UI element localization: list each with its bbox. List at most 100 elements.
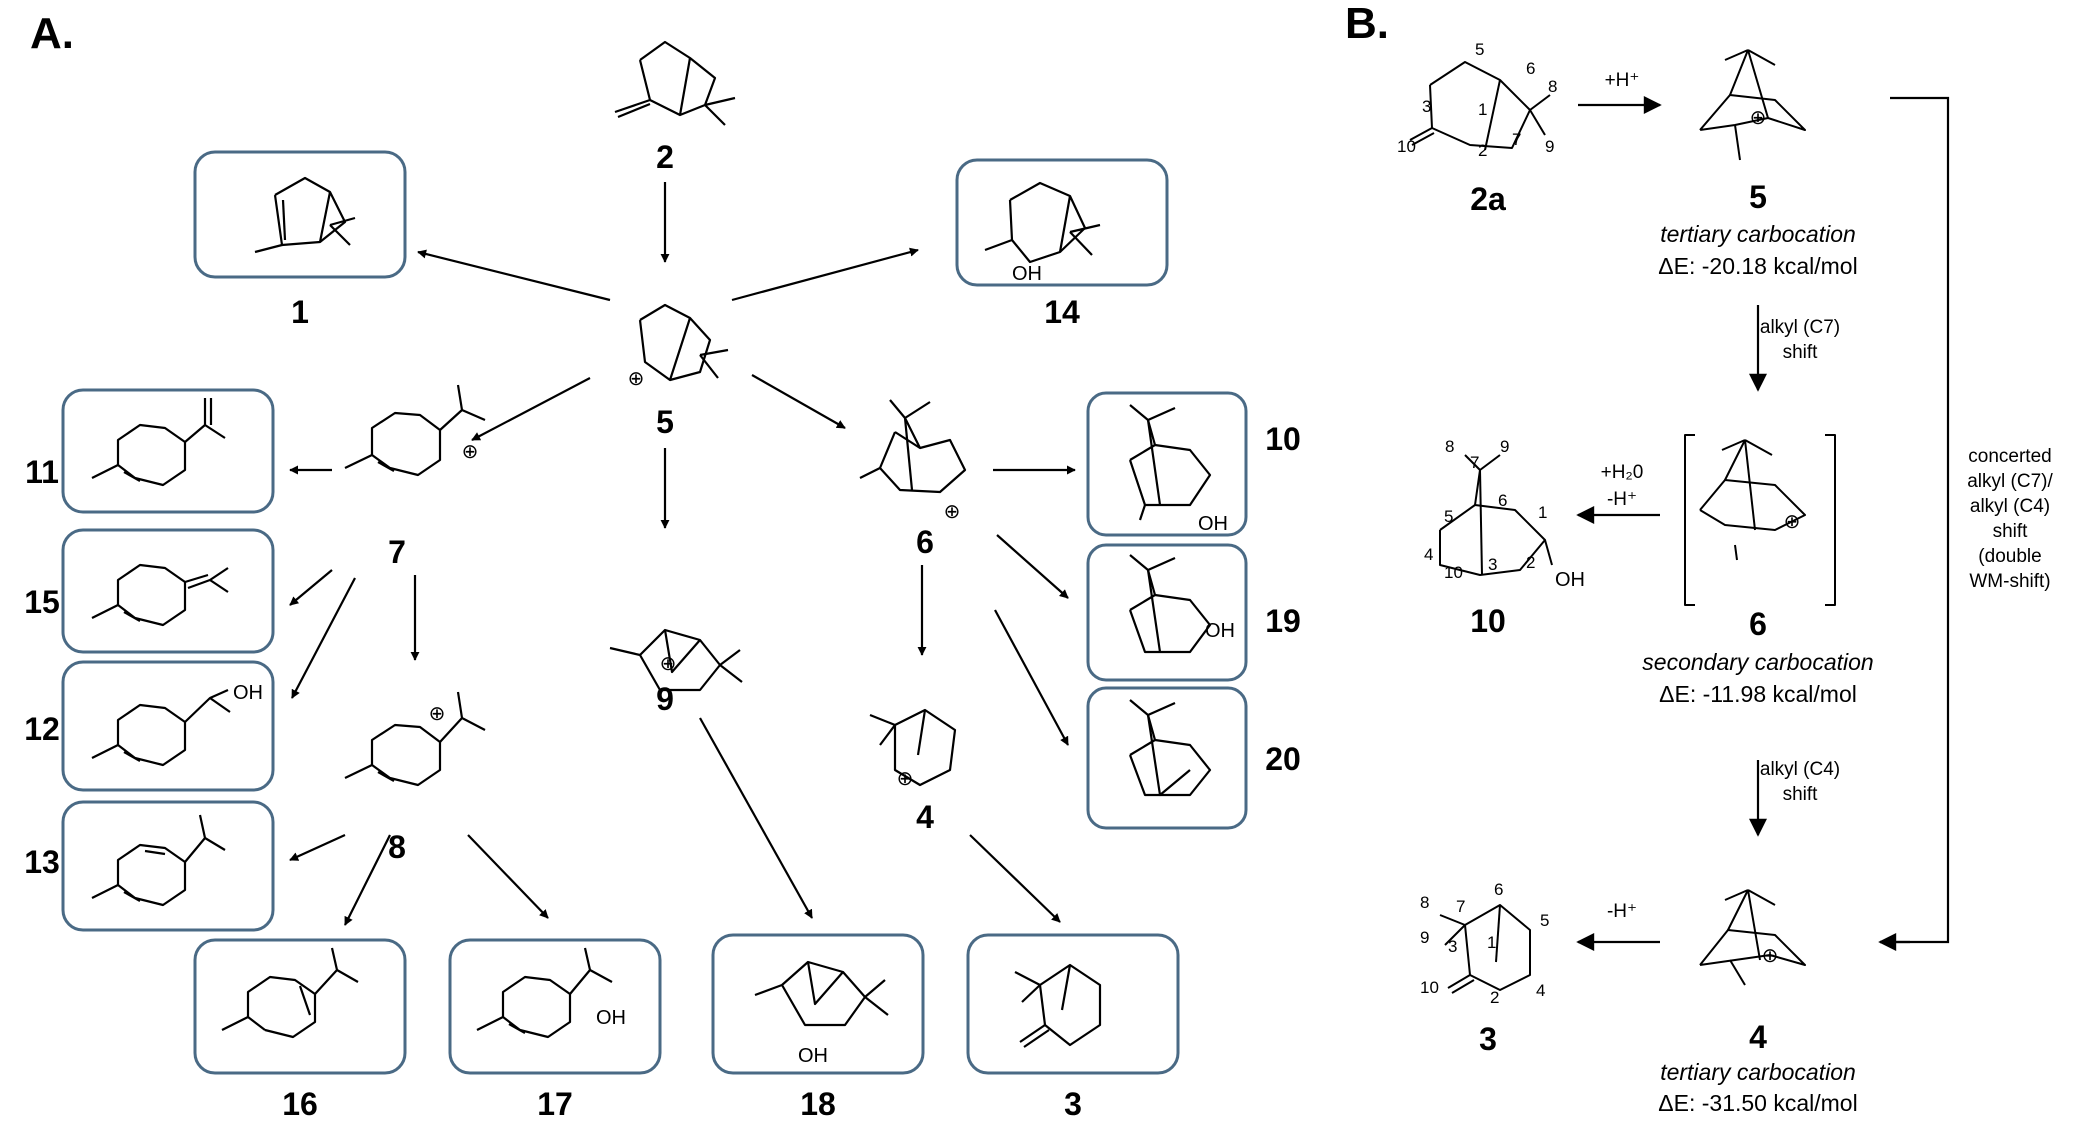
shift-c4-line1: alkyl (C4)	[1760, 759, 1840, 780]
label-8: 8	[388, 829, 406, 865]
label-14: 14	[1044, 294, 1080, 330]
label-16: 16	[282, 1086, 318, 1122]
structure-20	[1128, 699, 1212, 797]
charge-b4: ⊕	[1762, 945, 1779, 967]
label-2: 2	[656, 139, 674, 175]
label-b-6: 6	[1749, 606, 1767, 642]
svg-text:4: 4	[1424, 545, 1433, 564]
arrow-concerted	[1880, 96, 1950, 944]
type-b5: tertiary carbocation	[1660, 221, 1856, 247]
bracket-right	[1825, 434, 1836, 606]
structure-14	[984, 181, 1101, 264]
structure-8	[344, 691, 486, 787]
structures-panel-b	[1409, 49, 1836, 994]
charge-4: ⊕	[897, 768, 914, 790]
label-b-3: 3	[1479, 1021, 1497, 1057]
panel-label-a: A.	[30, 9, 74, 58]
box-13	[61, 800, 275, 932]
label-18: 18	[800, 1086, 836, 1122]
structure-5	[638, 303, 729, 382]
svg-text:6: 6	[1494, 880, 1503, 899]
svg-text:alkyl (C4): alkyl (C4)	[1970, 496, 2050, 517]
svg-text:3: 3	[1488, 555, 1497, 574]
svg-text:10: 10	[1420, 978, 1439, 997]
structure-15	[91, 563, 229, 627]
oh-18: OH	[798, 1045, 828, 1067]
label-1: 1	[291, 294, 309, 330]
svg-text:9: 9	[1420, 928, 1429, 947]
label-5: 5	[656, 404, 674, 440]
oh-b10: OH	[1555, 569, 1585, 591]
label-12: 12	[24, 711, 60, 747]
structure-18	[754, 960, 889, 1027]
svg-text:7: 7	[1470, 453, 1479, 472]
structure-16	[221, 947, 359, 1039]
svg-text:4: 4	[1536, 981, 1545, 1000]
box-17	[448, 938, 662, 1075]
label-15: 15	[24, 584, 60, 620]
oh-14: OH	[1012, 263, 1042, 285]
box-10	[1086, 391, 1248, 537]
label-b-2a: 2a	[1470, 181, 1506, 217]
structure-b4	[1699, 889, 1806, 986]
svg-text:8: 8	[1420, 893, 1429, 912]
charge-6: ⊕	[944, 501, 961, 523]
svg-text:8: 8	[1445, 437, 1454, 456]
arrows-panel-a	[289, 182, 1076, 926]
label-11: 11	[25, 454, 59, 490]
svg-text:2: 2	[1526, 553, 1535, 572]
charge-9: ⊕	[660, 653, 677, 675]
structure-1	[254, 176, 356, 254]
charge-5: ⊕	[628, 368, 645, 390]
structure-19	[1128, 554, 1212, 654]
svg-text:5: 5	[1475, 40, 1484, 59]
svg-text:(double: (double	[1978, 546, 2041, 567]
box-19	[1086, 543, 1248, 682]
box-3	[966, 933, 1180, 1075]
structure-b10	[1439, 454, 1553, 576]
box-18	[711, 933, 925, 1075]
label-4: 4	[916, 799, 934, 835]
label-b-5: 5	[1749, 179, 1767, 215]
svg-text:concerted: concerted	[1968, 446, 2051, 467]
charge-7: ⊕	[462, 441, 479, 463]
svg-text:9: 9	[1545, 137, 1554, 156]
shift-c7-line1: alkyl (C7)	[1760, 317, 1840, 338]
structure-b6	[1699, 439, 1806, 561]
reagent-water-1: +H₂0	[1601, 462, 1644, 483]
label-19: 19	[1265, 603, 1301, 639]
structure-11	[91, 398, 226, 487]
labels-panel-a: 2 1 14 5 7 8 9 6 4 11 15 12 13 16 17 18 …	[24, 139, 1301, 1122]
svg-text:alkyl (C7)/: alkyl (C7)/	[1967, 471, 2053, 492]
svg-text:6: 6	[1526, 59, 1535, 78]
svg-text:10: 10	[1444, 563, 1463, 582]
reagent-deprotonation: -H⁺	[1607, 901, 1637, 922]
structure-7	[344, 384, 486, 477]
structure-6	[859, 399, 967, 494]
svg-text:8: 8	[1548, 77, 1557, 96]
box-11	[61, 388, 275, 514]
svg-text:6: 6	[1498, 491, 1507, 510]
label-10: 10	[1265, 421, 1301, 457]
energy-b6: ΔE: -11.98 kcal/mol	[1659, 681, 1857, 707]
svg-text:1: 1	[1478, 100, 1487, 119]
box-20	[1086, 686, 1248, 830]
structure-10	[1128, 404, 1212, 521]
charge-8: ⊕	[429, 703, 446, 725]
oh-17: OH	[596, 1007, 626, 1029]
label-6: 6	[916, 524, 934, 560]
structure-b5	[1699, 49, 1806, 161]
structure-13	[91, 814, 226, 907]
label-17: 17	[537, 1086, 573, 1122]
svg-text:1: 1	[1487, 933, 1496, 952]
box-16	[193, 938, 407, 1075]
arrows-panel-b	[1576, 96, 1950, 951]
box-14	[955, 158, 1169, 287]
svg-text:shift: shift	[1993, 521, 2029, 542]
box-1	[193, 150, 407, 279]
structure-17	[476, 947, 613, 1039]
box-12	[61, 660, 275, 792]
label-13: 13	[24, 844, 60, 880]
structure-4	[869, 708, 957, 787]
